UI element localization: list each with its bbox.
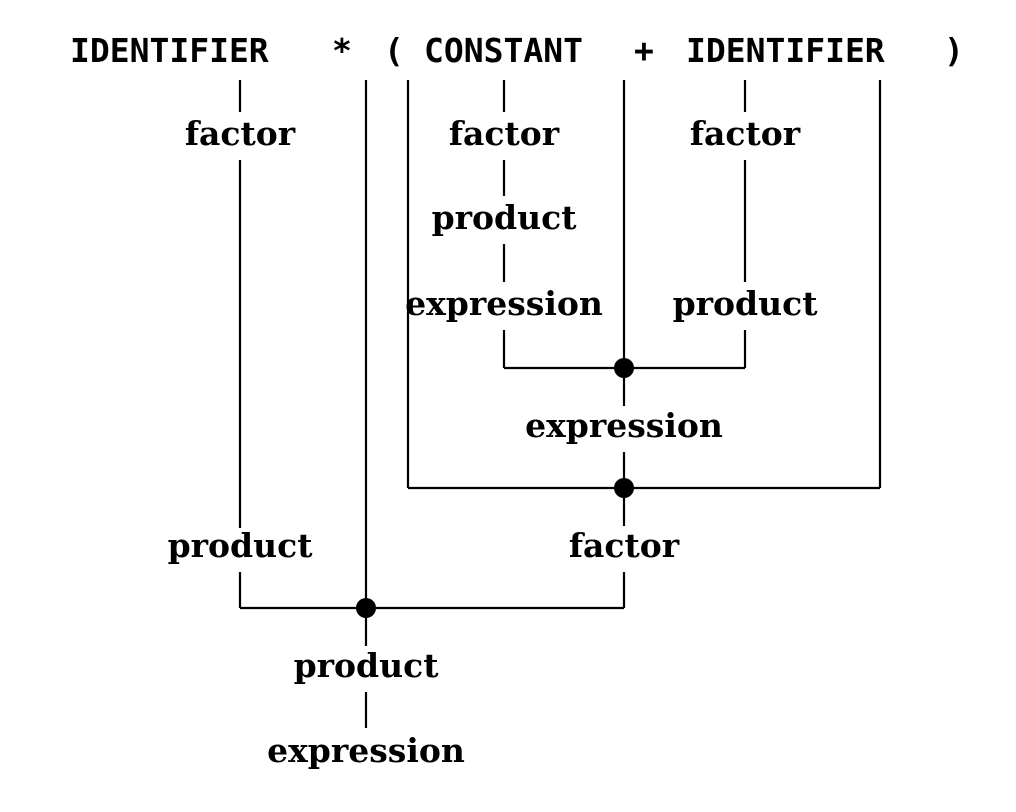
token-plus: + [634, 31, 654, 70]
token-identifier-1: IDENTIFIER [70, 31, 269, 70]
token-times: * [332, 31, 352, 70]
node-factor-identifier-2: factor [690, 114, 801, 153]
node-factor-parenthesized: factor [569, 526, 680, 565]
node-expression-root: expression [267, 731, 465, 770]
node-product-result: product [294, 646, 440, 685]
node-expression-sum: expression [525, 406, 723, 445]
token-constant: CONSTANT [424, 31, 583, 70]
node-expression-constant: expression [405, 284, 603, 323]
token-identifier-2: IDENTIFIER [686, 31, 885, 70]
node-product-constant: product [432, 198, 578, 237]
junction-dot-product [356, 598, 376, 618]
node-product-identifier-2: product [673, 284, 819, 323]
node-factor-constant: factor [449, 114, 560, 153]
junction-dot-paren [614, 478, 634, 498]
token-lparen: ( [384, 31, 404, 70]
token-rparen: ) [944, 31, 964, 70]
node-factor-identifier-1: factor [185, 114, 296, 153]
junction-dot-sum [614, 358, 634, 378]
node-product-identifier-1: product [168, 526, 314, 565]
